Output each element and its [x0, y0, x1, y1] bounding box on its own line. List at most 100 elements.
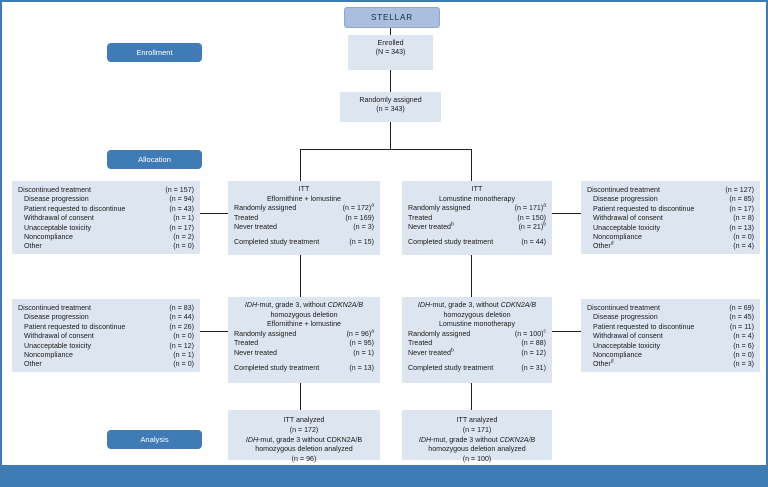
footnote-marker: d	[610, 359, 614, 366]
discontinued-row: Discontinued treatment(n = 127)	[587, 186, 754, 195]
node-discontinued-bottom-right: Discontinued treatment (n = 69) Disease pr…	[581, 299, 760, 372]
sub-right-header-line-1: IDH-mut, grade 3, without CDKN2A/B	[408, 301, 546, 311]
discontinued-row-label: Withdrawal of consent	[24, 332, 94, 341]
discontinued-row: Disease progression(n = 44)	[18, 313, 194, 322]
itt-left-footer-label: Completed study treatment	[234, 238, 320, 247]
itt-row: Randomly assigned (n = 171)a	[408, 202, 546, 213]
sub-right-footer: Completed study treatment (n = 31)	[408, 364, 546, 373]
connector-split-left-drop	[300, 149, 302, 181]
discontinued-row: Discontinued treatment (n = 69)	[587, 304, 754, 313]
itt-row-value: (n = 171)a	[514, 202, 546, 213]
discontinued-row-label: Unacceptable toxicity	[593, 341, 661, 350]
enrolled-line-2: (N = 343)	[375, 48, 406, 57]
discontinued-row-value: (n = 6)	[733, 341, 754, 350]
sub-right-header-mid: -mut, grade 3, without	[430, 301, 501, 309]
node-analysis-left: ITT analyzed (n = 172) IDH-mut, grade 3 …	[228, 410, 380, 463]
itt-row-value: (n = 172)a	[342, 202, 374, 213]
connector-subgroup-left-to-analysis	[300, 383, 302, 410]
itt-row-value: (n = 96)a	[346, 328, 374, 338]
footnote-marker: c	[543, 328, 547, 335]
sub-left-footer: Completed study treatment (n = 13)	[234, 364, 374, 373]
connector-itt-right-to-subgroup	[471, 255, 473, 297]
discontinued-row-value: (n = 26)	[169, 322, 194, 331]
discontinued-row: Patient requested to discontinue(n = 17)	[587, 205, 754, 214]
discontinued-row-value: (n = 127)	[725, 186, 754, 194]
footnote-marker: b	[450, 347, 454, 354]
itt-row-value: (n = 150)	[517, 213, 546, 222]
itt-row-label: Randomly assigned	[408, 329, 471, 338]
connector-disc-top-left	[200, 213, 229, 215]
itt-row: Randomly assigned(n = 172)a	[234, 202, 374, 213]
connector-enrolled-to-randomized	[390, 70, 392, 92]
analysis-right-line-1: ITT analyzed	[456, 416, 498, 424]
discontinued-row-label: Noncompliance	[593, 233, 642, 242]
connector-disc-bottom-left	[200, 331, 229, 333]
discontinued-row-label: Disease progression	[24, 195, 89, 204]
itt-right-title: ITT	[471, 185, 483, 193]
discontinued-row-label: Withdrawal of consent	[593, 214, 663, 223]
discontinued-row-value: (n = 17)	[169, 223, 194, 232]
discontinued-row: Disease progression(n = 94)	[18, 195, 194, 204]
sub-right-subtitle: Lomustine monotherapy	[438, 320, 516, 329]
itt-row: Treated(n = 169)	[234, 214, 374, 223]
connector-disc-top-right	[551, 213, 581, 215]
discontinued-row-label: Discontinued treatment	[587, 304, 660, 312]
discontinued-row-value: (n = 0)	[173, 360, 194, 369]
discontinued-row-label: Unacceptable toxicity	[24, 341, 92, 350]
sub-left-gene-idh: IDH	[244, 301, 258, 309]
discontinued-row-value: (n = 69)	[729, 304, 754, 312]
itt-row-value: (n = 169)	[345, 213, 374, 222]
discontinued-row-label: Other	[24, 242, 42, 251]
analysis-left-line-2: (n = 172)	[289, 425, 319, 434]
footnote-marker: b	[450, 221, 454, 228]
discontinued-row-label: Patient requested to discontinue	[593, 322, 695, 331]
discontinued-row: Withdrawal of consent (n = 0)	[18, 332, 194, 341]
sub-right-footer-label: Completed study treatment	[408, 364, 494, 372]
analysis-left-gene-idh: IDH	[245, 435, 259, 444]
itt-row-value: (n = 88)	[521, 339, 546, 348]
sub-left-header-line-2: homozygous deletion	[270, 310, 338, 319]
node-enrolled: Enrolled (N = 343)	[348, 35, 433, 70]
sub-left-header-line-1: IDH-mut, grade 3, without CDKN2A/B	[234, 301, 374, 311]
discontinued-row-label: Disease progression	[593, 195, 658, 204]
itt-row: Treated(n = 88)	[408, 339, 546, 348]
node-subgroup-eflornithine-lomustine: IDH-mut, grade 3, without CDKN2A/B homoz…	[228, 297, 380, 383]
discontinued-row-label: Noncompliance	[593, 351, 642, 360]
connector-split-horizontal	[300, 149, 472, 151]
stage-label-enrollment: Enrollment	[107, 43, 202, 62]
sub-left-footer-value: (n = 13)	[349, 364, 374, 372]
itt-left-footer: Completed study treatment (n = 15)	[234, 238, 374, 247]
discontinued-row-label: Disease progression	[593, 313, 658, 322]
discontinued-row-value: (n = 43)	[169, 204, 194, 213]
discontinued-row: Unacceptable toxicity(n = 17)	[18, 224, 194, 233]
discontinued-row-label: Patient requested to discontinue	[593, 204, 695, 213]
discontinued-row-label: Noncompliance	[24, 233, 73, 242]
discontinued-row-value: (n = 3)	[733, 360, 754, 369]
discontinued-row-value: (n = 1)	[173, 351, 194, 360]
itt-row: Randomly assigned(n = 96)a	[234, 328, 374, 339]
itt-row-value: (n = 95)	[349, 339, 374, 348]
sub-left-subtitle: Eflornithine + lomustine	[267, 320, 341, 329]
trial-name-header: STELLAR	[344, 7, 440, 28]
stage-label-analysis: Analysis	[107, 430, 202, 449]
discontinued-row-value: (n = 83)	[169, 304, 194, 312]
discontinued-row-label: Disease progression	[24, 313, 89, 322]
discontinued-row: Noncompliance(n = 0)	[587, 233, 754, 242]
discontinued-row: Noncompliance(n = 1)	[18, 351, 194, 360]
discontinued-row-label: Withdrawal of consent	[593, 332, 663, 341]
footnote-marker: a	[543, 202, 546, 209]
connector-stellar-to-enrolled	[390, 26, 392, 35]
discontinued-row-value: (n = 0)	[173, 332, 194, 341]
itt-row-label: Never treated	[234, 348, 277, 357]
itt-row-value: (n = 100)c	[514, 328, 547, 338]
itt-left-title: ITT	[298, 185, 310, 193]
itt-row-value: (n = 12)	[521, 348, 546, 357]
discontinued-row-value: (n = 12)	[169, 341, 194, 350]
discontinued-row: Patient requested to discontinue(n = 26)	[18, 323, 194, 332]
analysis-left-line-4: homozygous deletion analyzed	[255, 445, 353, 454]
discontinued-row-value: (n = 4)	[733, 242, 754, 251]
itt-row-label: Randomly assigned	[408, 204, 471, 213]
